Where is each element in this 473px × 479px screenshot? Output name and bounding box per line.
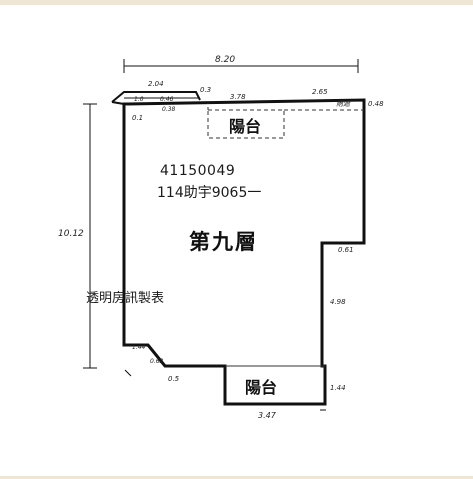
balcony-bottom-label: 陽台 <box>245 378 277 397</box>
top-balcony-box <box>207 109 285 139</box>
dim-right-step: 0.61 <box>338 246 354 254</box>
dim-top-left-segment: 2.04 <box>148 80 164 88</box>
dim-top-right-offset: 0.48 <box>368 100 384 108</box>
document-reference: 114助宇9065一 <box>157 185 262 201</box>
overall-width-dimension: 8.20 <box>123 55 359 73</box>
watermark-text: 透明房訊製表 <box>86 291 165 306</box>
dim-bottom-right: 1.44 <box>330 384 346 392</box>
dim-top-segment-3: 2.65 <box>312 88 328 96</box>
balcony-top-label: 陽台 <box>229 117 261 136</box>
floor-label: 第九層 <box>189 229 258 254</box>
dim-bottom-left-c: 0.5 <box>168 375 180 383</box>
overall-height-dimension: 10.12 <box>58 103 97 369</box>
dim-bottom-left-a: 1.44 <box>132 344 146 351</box>
dim-bottom-left-b: 0.62 <box>150 358 164 365</box>
dim-small-b: 0.46 <box>160 96 174 103</box>
dim-top-segment-2: 3.78 <box>230 93 246 101</box>
dim-overall-height: 10.12 <box>58 229 84 239</box>
dim-top-segment-1: 0.3 <box>200 86 211 94</box>
top-left-projection <box>111 91 201 105</box>
roof-label: 雨遮 <box>336 100 351 108</box>
dim-small-c: 0.38 <box>162 106 176 113</box>
dim-small-a: 1.0 <box>134 96 144 103</box>
floor-outline <box>122 98 366 406</box>
dim-right-lower: 4.98 <box>330 298 346 306</box>
dim-left-offset: 0.1 <box>132 114 143 122</box>
document-number: 41150049 <box>160 163 236 179</box>
dim-bottom-balcony-width: 3.47 <box>258 411 277 420</box>
dim-overall-width: 8.20 <box>215 55 235 65</box>
